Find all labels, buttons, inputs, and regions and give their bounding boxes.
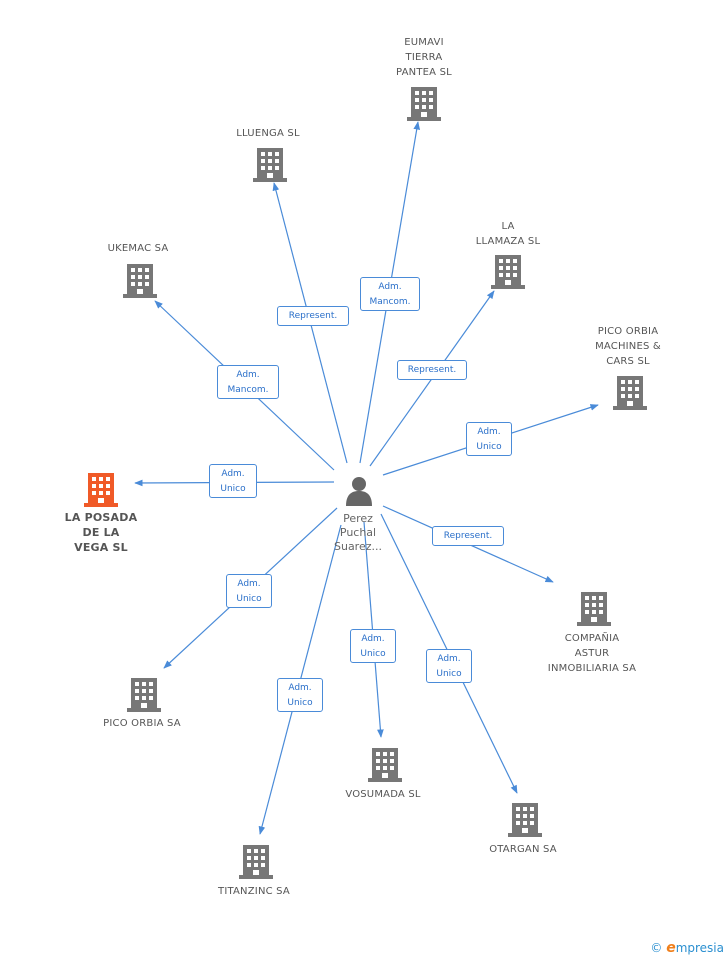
company-label-titanzinc[interactable]: TITANZINC SA <box>218 886 290 897</box>
relation-tag-titanzinc: Adm. Unico <box>277 678 323 712</box>
company-label-otargan[interactable]: OTARGAN SA <box>489 844 557 855</box>
relation-tag-pico-orbia-machines: Adm. Unico <box>466 422 512 456</box>
relation-tag-lluenga: Represent. <box>277 306 349 326</box>
company-label-lluenga[interactable]: LLUENGA SL <box>236 128 300 139</box>
footer-brand: © empresia <box>650 940 724 956</box>
building-icon-la-llamaza[interactable] <box>491 255 525 289</box>
company-label-pico-orbia-sa[interactable]: PICO ORBIA SA <box>103 718 181 729</box>
building-icon-otargan[interactable] <box>508 803 542 837</box>
brand-name: mpresia <box>675 941 724 955</box>
relation-tag-vosumada: Adm. Unico <box>350 629 396 663</box>
company-label-ukemac[interactable]: UKEMAC SA <box>107 243 169 254</box>
company-label-compania-astur[interactable]: COMPAÑIA ASTUR INMOBILIARIA SA <box>547 633 637 674</box>
building-icon-pico-orbia-sa[interactable] <box>127 678 161 712</box>
company-label-la-llamaza[interactable]: LA LLAMAZA SL <box>475 221 541 247</box>
company-label-pico-orbia-machines[interactable]: PICO ORBIA MACHINES & CARS SL <box>595 326 661 367</box>
relation-tag-compania-astur: Represent. <box>432 526 504 546</box>
copyright-icon: © <box>650 941 663 955</box>
building-icon-compania-astur[interactable] <box>577 592 611 626</box>
relation-tag-otargan: Adm. Unico <box>426 649 472 683</box>
building-icon-pico-orbia-machines[interactable] <box>613 376 647 410</box>
building-icon-lluenga[interactable] <box>253 148 287 182</box>
building-icon-la-posada[interactable] <box>84 473 118 507</box>
relation-tag-la-llamaza: Represent. <box>397 360 467 380</box>
company-label-la-posada[interactable]: LA POSADA DE LA VEGA SL <box>64 511 138 554</box>
company-label-vosumada[interactable]: VOSUMADA SL <box>345 789 421 800</box>
relation-tag-pico-orbia-sa: Adm. Unico <box>226 574 272 608</box>
building-icon-eumavi[interactable] <box>407 87 441 121</box>
person-icon[interactable] <box>346 477 372 506</box>
relation-tag-ukemac: Adm. Mancom. <box>217 365 279 399</box>
center-person-name[interactable]: Perez Puchal Suarez... <box>333 512 382 553</box>
building-icon-titanzinc[interactable] <box>239 845 273 879</box>
relation-tag-la-posada: Adm. Unico <box>209 464 257 498</box>
brand-initial: e <box>666 940 676 956</box>
building-icon-ukemac[interactable] <box>123 264 157 298</box>
company-label-eumavi[interactable]: EUMAVI TIERRA PANTEA SL <box>396 37 452 78</box>
relation-tag-eumavi: Adm. Mancom. <box>360 277 420 311</box>
building-icon-vosumada[interactable] <box>368 748 402 782</box>
